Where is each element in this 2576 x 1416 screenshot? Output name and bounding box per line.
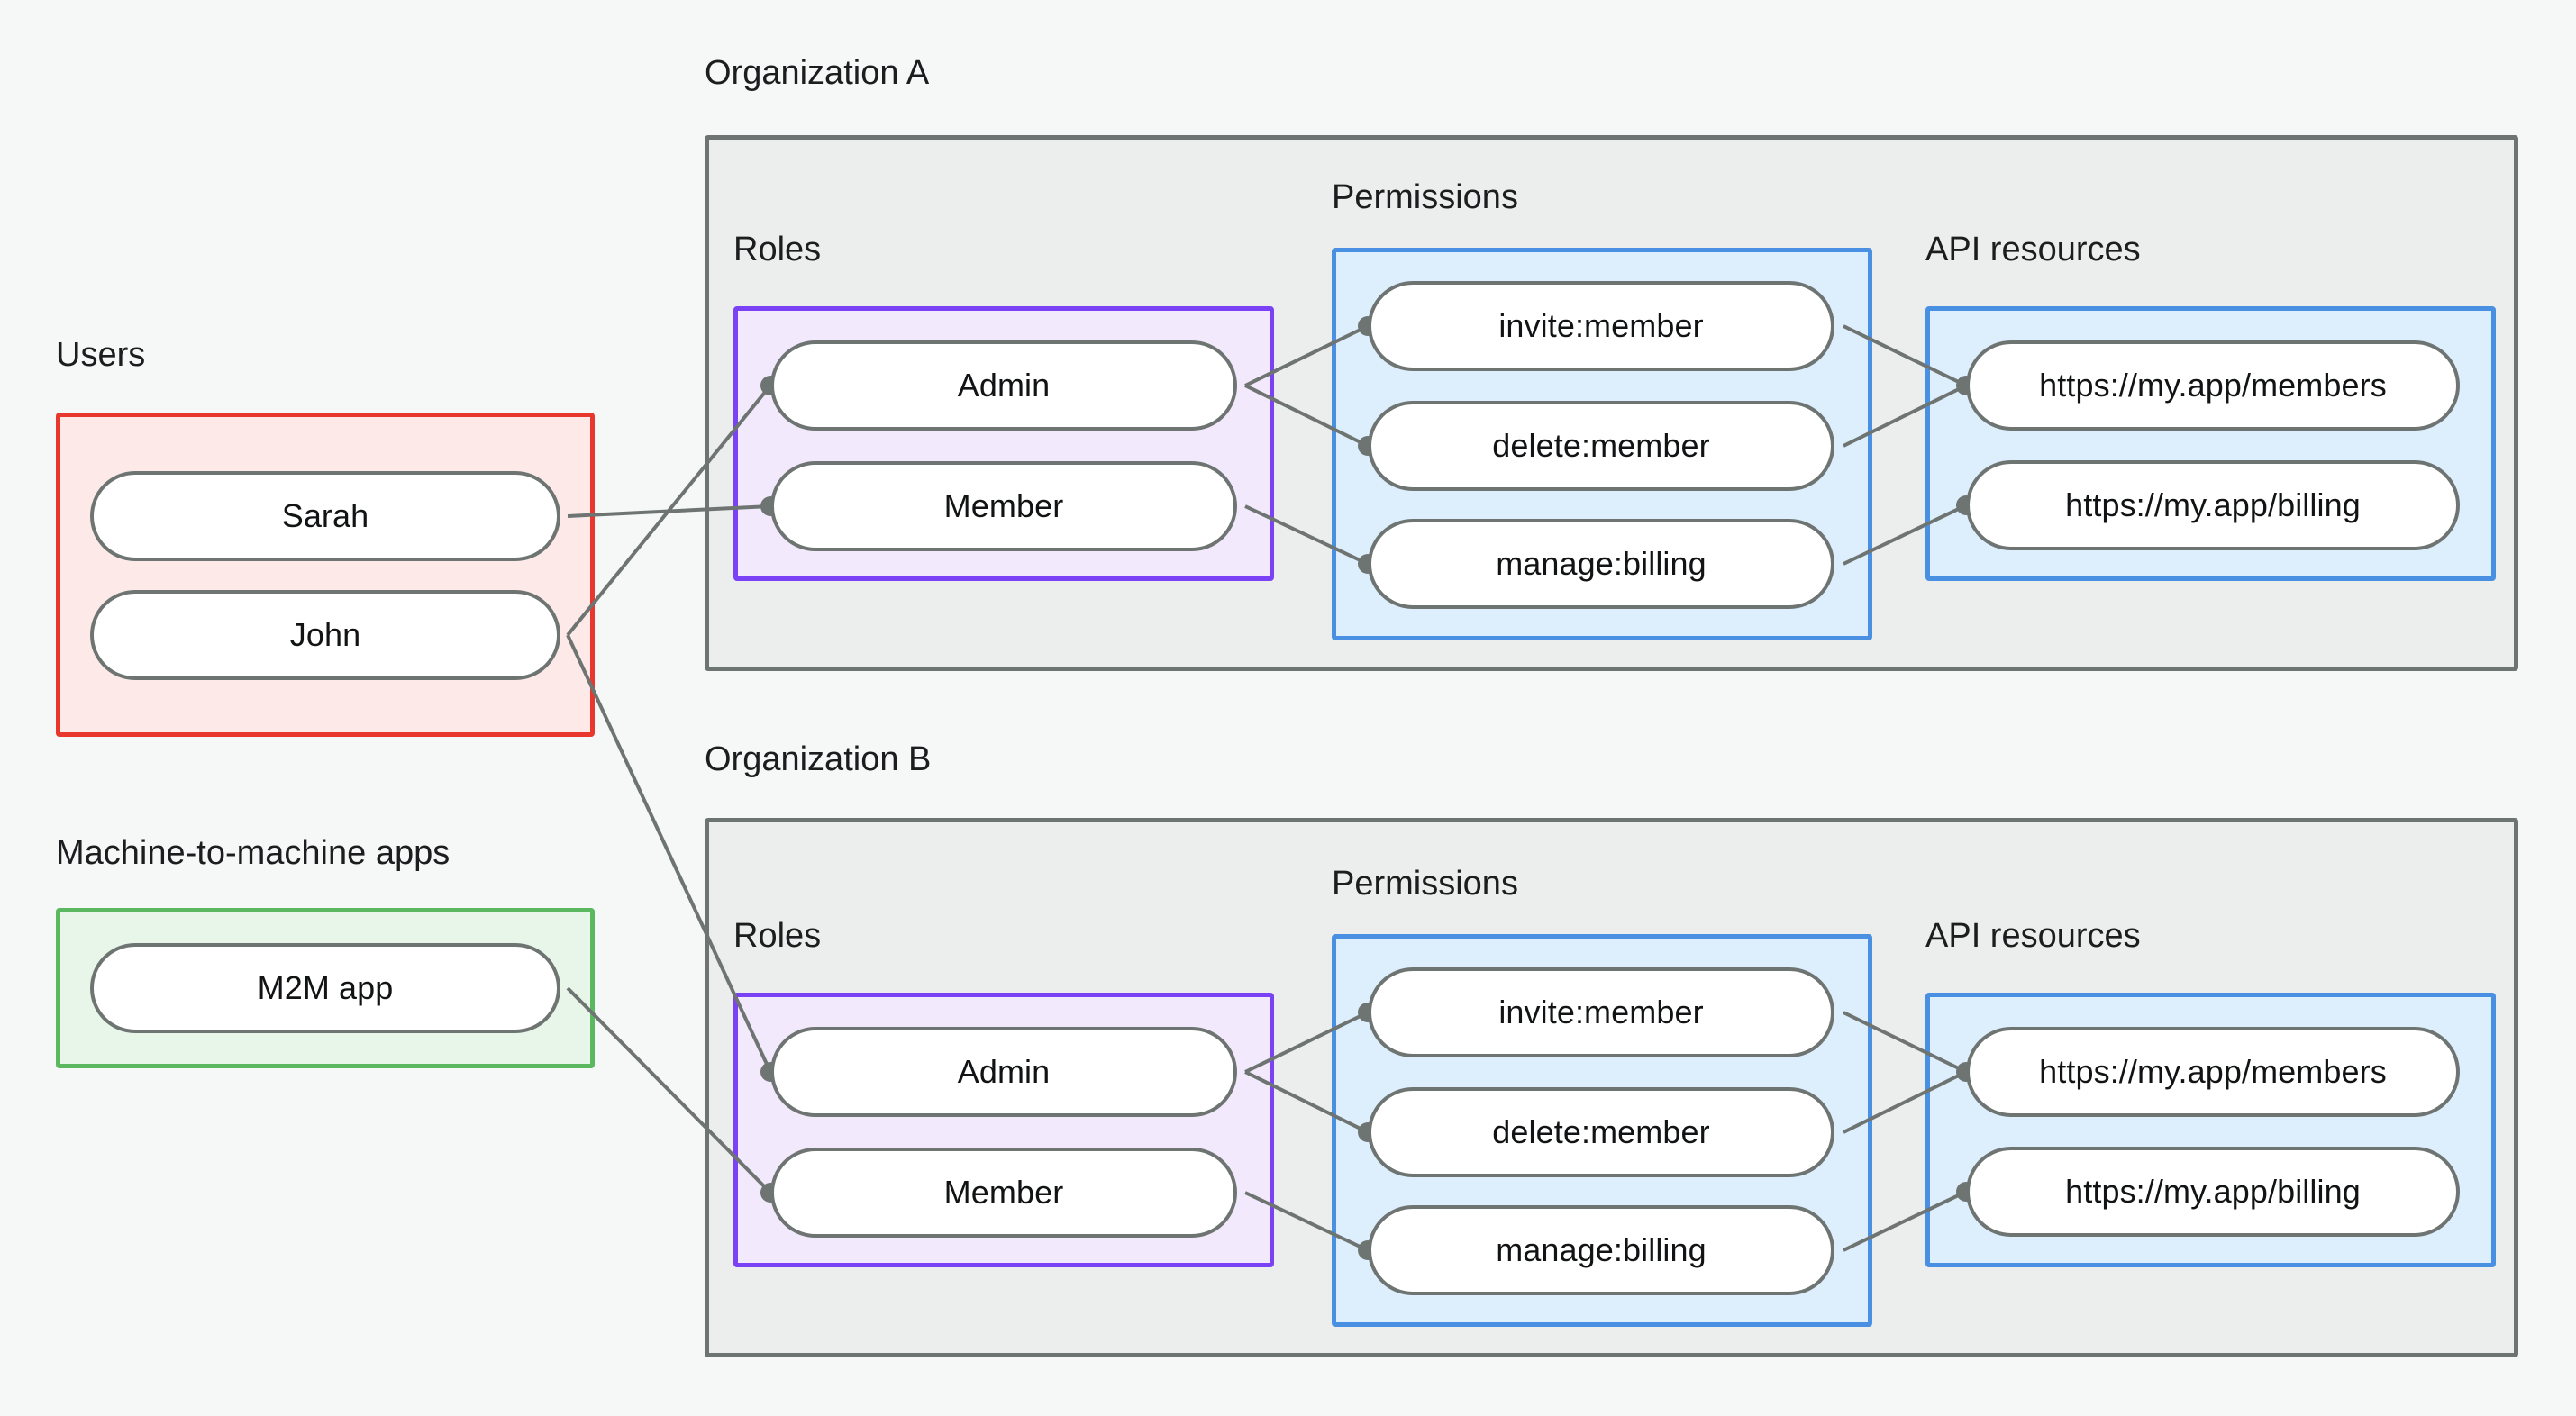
org-b-permission-manage-billing[interactable]: manage:billing: [1368, 1205, 1834, 1295]
org-b-permission-invite-member[interactable]: invite:member: [1368, 967, 1834, 1057]
org-a-permissions-title: Permissions: [1332, 178, 1518, 216]
org-a-api-billing[interactable]: https://my.app/billing: [1966, 460, 2460, 550]
org-b-title: Organization B: [705, 740, 932, 778]
org-a-api-title: API resources: [1925, 231, 2141, 268]
org-b-role-member[interactable]: Member: [770, 1148, 1237, 1238]
org-a-role-member[interactable]: Member: [770, 461, 1237, 551]
m2m-title: Machine-to-machine apps: [56, 834, 451, 872]
org-b-api-title: API resources: [1925, 917, 2141, 955]
users-title: Users: [56, 336, 146, 374]
org-a-title: Organization A: [705, 54, 930, 92]
users-container: [56, 413, 595, 737]
org-b-permission-delete-member[interactable]: delete:member: [1368, 1087, 1834, 1177]
user-sarah[interactable]: Sarah: [90, 471, 560, 561]
org-b-api-billing[interactable]: https://my.app/billing: [1966, 1147, 2460, 1237]
org-b-api-members[interactable]: https://my.app/members: [1966, 1027, 2460, 1117]
org-a-roles-title: Roles: [733, 231, 822, 268]
org-b-role-admin[interactable]: Admin: [770, 1027, 1237, 1117]
org-a-permission-manage-billing[interactable]: manage:billing: [1368, 519, 1834, 609]
org-a-permission-invite-member[interactable]: invite:member: [1368, 281, 1834, 371]
org-b-permissions-title: Permissions: [1332, 865, 1518, 903]
m2m-app[interactable]: M2M app: [90, 943, 560, 1033]
org-b-roles-title: Roles: [733, 917, 822, 955]
user-john[interactable]: John: [90, 590, 560, 680]
org-a-role-admin[interactable]: Admin: [770, 340, 1237, 431]
org-a-permission-delete-member[interactable]: delete:member: [1368, 401, 1834, 491]
org-a-api-members[interactable]: https://my.app/members: [1966, 340, 2460, 431]
